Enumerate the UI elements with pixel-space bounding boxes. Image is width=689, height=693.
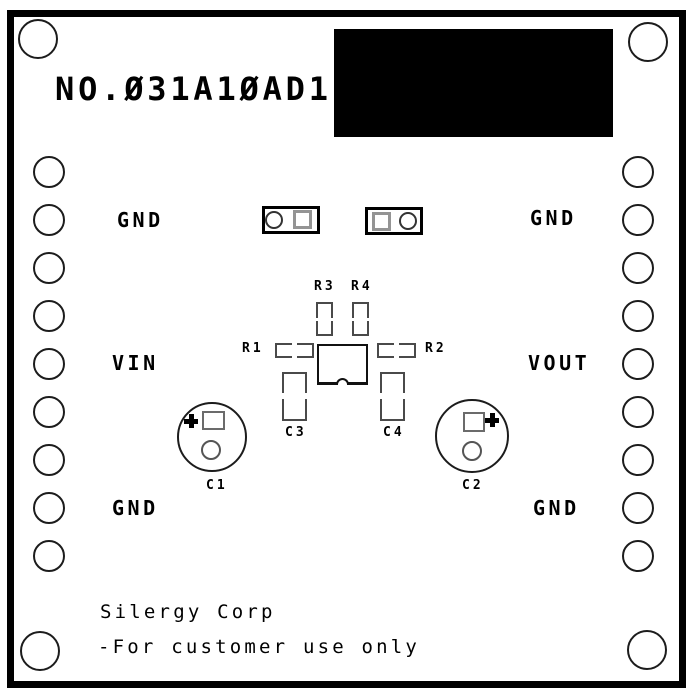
c4-pad-bottom bbox=[380, 399, 405, 421]
r4-pad-bottom bbox=[352, 321, 369, 336]
pin-hole bbox=[33, 252, 65, 284]
refdes-r3: R3 bbox=[314, 279, 336, 294]
jumper-left-square-pad-icon bbox=[293, 210, 312, 229]
net-label-gnd-top-left: GND bbox=[117, 208, 164, 232]
c2-negative-pad-icon bbox=[462, 441, 482, 461]
pin-hole bbox=[33, 492, 65, 524]
pin-hole bbox=[33, 444, 65, 476]
pin-hole bbox=[33, 300, 65, 332]
pin-hole bbox=[33, 540, 65, 572]
c2-body-outline bbox=[435, 399, 509, 473]
label-block bbox=[334, 29, 613, 137]
pin-hole bbox=[33, 348, 65, 380]
refdes-r2: R2 bbox=[425, 341, 447, 356]
r2-pad-right bbox=[399, 343, 416, 358]
r2-pad-left bbox=[377, 343, 394, 358]
footer-company: Silergy Corp bbox=[100, 601, 276, 623]
board-outline bbox=[7, 10, 686, 688]
pin-hole bbox=[622, 300, 654, 332]
net-label-gnd-bottom-left: GND bbox=[112, 496, 159, 520]
pin-hole bbox=[622, 492, 654, 524]
pin-hole bbox=[33, 204, 65, 236]
pin-hole bbox=[622, 156, 654, 188]
r3-pad-top bbox=[316, 302, 333, 318]
c4-pad-top bbox=[380, 372, 405, 393]
pin-hole bbox=[622, 204, 654, 236]
ic-pin1-notch-icon bbox=[336, 378, 349, 385]
footer-notice: -For customer use only bbox=[98, 636, 421, 658]
r4-pad-top bbox=[352, 302, 369, 318]
refdes-r1: R1 bbox=[242, 341, 264, 356]
jumper-right-round-pad-icon bbox=[399, 212, 417, 230]
refdes-c3: C3 bbox=[285, 425, 307, 440]
refdes-c2: C2 bbox=[462, 478, 484, 493]
c2-positive-pad-icon bbox=[463, 412, 485, 432]
pin-hole bbox=[622, 348, 654, 380]
refdes-c1: C1 bbox=[206, 478, 228, 493]
net-label-vin: VIN bbox=[112, 351, 159, 375]
refdes-c4: C4 bbox=[383, 425, 405, 440]
net-label-gnd-top-right: GND bbox=[530, 206, 577, 230]
pin-hole bbox=[622, 444, 654, 476]
pin-hole bbox=[622, 396, 654, 428]
c3-pad-top bbox=[282, 372, 307, 393]
mounting-hole-bottom-left bbox=[20, 631, 60, 671]
jumper-left-round-pad-icon bbox=[265, 211, 283, 229]
mounting-hole-top-right bbox=[628, 22, 668, 62]
r1-pad-right bbox=[297, 343, 314, 358]
c3-pad-bottom bbox=[282, 399, 307, 421]
c1-positive-pad-icon bbox=[202, 411, 225, 430]
pin-hole bbox=[33, 156, 65, 188]
net-label-gnd-bottom-right: GND bbox=[533, 496, 580, 520]
jumper-right-square-pad-icon bbox=[372, 212, 391, 231]
refdes-r4: R4 bbox=[351, 279, 373, 294]
mounting-hole-top-left bbox=[18, 19, 58, 59]
r1-pad-left bbox=[275, 343, 292, 358]
board-number: NO.Ø31A1ØAD1 bbox=[55, 70, 332, 108]
r3-pad-bottom bbox=[316, 321, 333, 336]
pin-hole bbox=[33, 396, 65, 428]
c1-plus-icon bbox=[189, 414, 194, 428]
net-label-vout: VOUT bbox=[528, 351, 591, 375]
c1-negative-pad-icon bbox=[201, 440, 221, 460]
pin-hole bbox=[622, 540, 654, 572]
mounting-hole-bottom-right bbox=[627, 630, 667, 670]
c2-plus-icon bbox=[490, 413, 495, 427]
pin-hole bbox=[622, 252, 654, 284]
